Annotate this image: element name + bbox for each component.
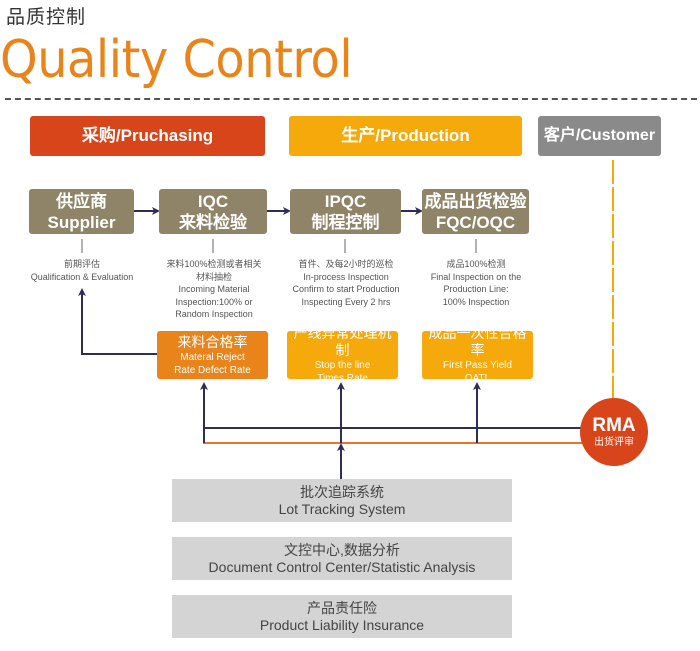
step-label-cn: 成品出货检验 [424, 191, 527, 211]
system-label-cn: 产品责任险 [307, 599, 377, 616]
desc-line: Confirm to start Production [292, 284, 400, 294]
system-label-en: Document Control Center/Statistic Analys… [208, 558, 476, 575]
step-label-cn: 供应商 [56, 191, 107, 211]
header-production: 生产/Production [289, 116, 522, 156]
rma-title: RMA [592, 414, 636, 436]
description-iqc: 来料100%检测或者相关 材料抽检 Incoming Material Insp… [152, 258, 276, 321]
system-lot-tracking: 批次追踪系统 Lot Tracking System [172, 479, 512, 522]
step-label-en: IPQC [324, 191, 367, 211]
desc-line: Production Line: [443, 284, 509, 294]
feedback-arrow-to-supplier [78, 288, 157, 355]
system-label-cn: 文控中心,数据分析 [284, 541, 400, 558]
desc-line: 成品100%检测 [446, 259, 506, 269]
step-fqc: 成品出货检验 FQC/OQC [422, 189, 529, 234]
desc-line: 材料抽检 [195, 271, 232, 282]
kpi-label-en: Materal Reject [180, 351, 245, 363]
system-document-control: 文控中心,数据分析 Document Control Center/Statis… [172, 537, 512, 580]
desc-line: Final Inspection on the [430, 271, 522, 282]
kpi-label-en: OATL [464, 373, 491, 384]
desc-line: Incoming Material [178, 284, 250, 294]
desc-line: Inspection:100% or [175, 296, 253, 307]
kpi-label-cn: 产线异常处理机制 [293, 325, 392, 358]
kpi-label-en: Stop the line [314, 360, 371, 371]
desc-line: 首件、及每2小时的巡检 [298, 259, 394, 269]
description-fqc: 成品100%检测 Final Inspection on the Product… [412, 258, 540, 308]
rma-circle: RMA 出货评审 [580, 398, 648, 466]
step-label-en: Supplier [47, 212, 116, 232]
kpi-label-en: First Pass Yield [443, 360, 512, 371]
system-product-liability: 产品责任险 Product Liability Insurance [172, 595, 512, 638]
kpi-first-pass-yield: 成品一次性合格率 First Pass Yield OATL [422, 325, 533, 384]
desc-line: 100% Inspection [442, 296, 510, 307]
desc-line: Qualification & Evaluation [30, 271, 134, 282]
step-label-cn: 来料检验 [179, 212, 247, 232]
kpi-material-reject-rate: 来料合格率 Materal Reject Rate Defect Rate [157, 331, 268, 379]
kpi-label-cn: 来料合格率 [177, 333, 248, 350]
step-supplier: 供应商 Supplier [29, 189, 134, 234]
desc-line: 来料100%检测或者相关 [166, 259, 262, 269]
step-label-en: FQC/OQC [435, 212, 516, 232]
step-ipqc: IPQC 制程控制 [290, 189, 401, 234]
system-label-en: Product Liability Insurance [259, 616, 425, 633]
step-iqc: IQC 来料检验 [159, 189, 267, 234]
kpi-label-en: Rate Defect Rate [174, 364, 251, 376]
desc-line: 前期评估 [63, 259, 100, 269]
page-title-cn: 品质控制 [6, 7, 87, 28]
description-supplier: 前期评估 Qualification & Evaluation [22, 258, 142, 283]
system-label-cn: 批次追踪系统 [300, 483, 384, 500]
kpi-label-cn: 成品一次性合格率 [428, 325, 527, 358]
page-title-en: Quality Control [0, 30, 353, 90]
dashed-divider [5, 98, 697, 100]
kpi-label-en: Times Rate [317, 373, 368, 384]
kpi-stop-the-line: 产线异常处理机制 Stop the line Times Rate [287, 325, 398, 384]
step-label-cn: 制程控制 [311, 212, 380, 232]
header-customer: 客户/Customer [538, 116, 661, 156]
desc-line: In-process Inspection [303, 271, 389, 282]
system-label-en: Lot Tracking System [278, 500, 406, 517]
desc-line: Random Inspection [175, 309, 253, 319]
description-ipqc: 首件、及每2小时的巡检 In-process Inspection Confir… [282, 258, 410, 308]
step-label-en: IQC [197, 191, 229, 211]
header-purchasing: 采购/Pruchasing [30, 116, 265, 156]
rma-subtitle: 出货评审 [594, 436, 634, 448]
desc-line: Inspecting Every 2 hrs [301, 296, 391, 307]
